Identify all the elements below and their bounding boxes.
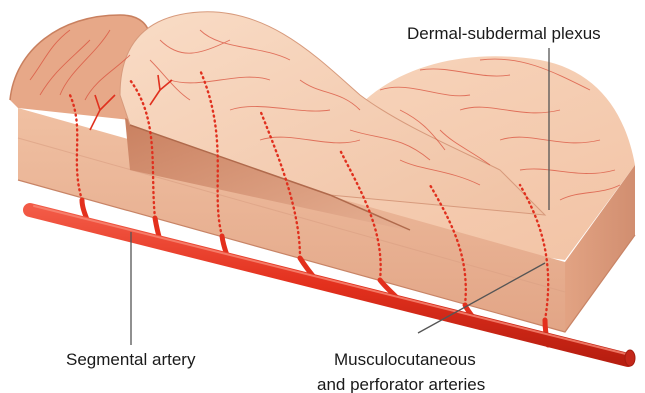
label-musculocutaneous: Musculocutaneous — [334, 350, 476, 369]
label-segmental-artery: Segmental artery — [66, 350, 196, 369]
segmental-artery-end — [625, 350, 635, 366]
label-dermal-subdermal-plexus: Dermal-subdermal plexus — [407, 24, 601, 43]
label-perforator-arteries: and perforator arteries — [317, 375, 485, 393]
